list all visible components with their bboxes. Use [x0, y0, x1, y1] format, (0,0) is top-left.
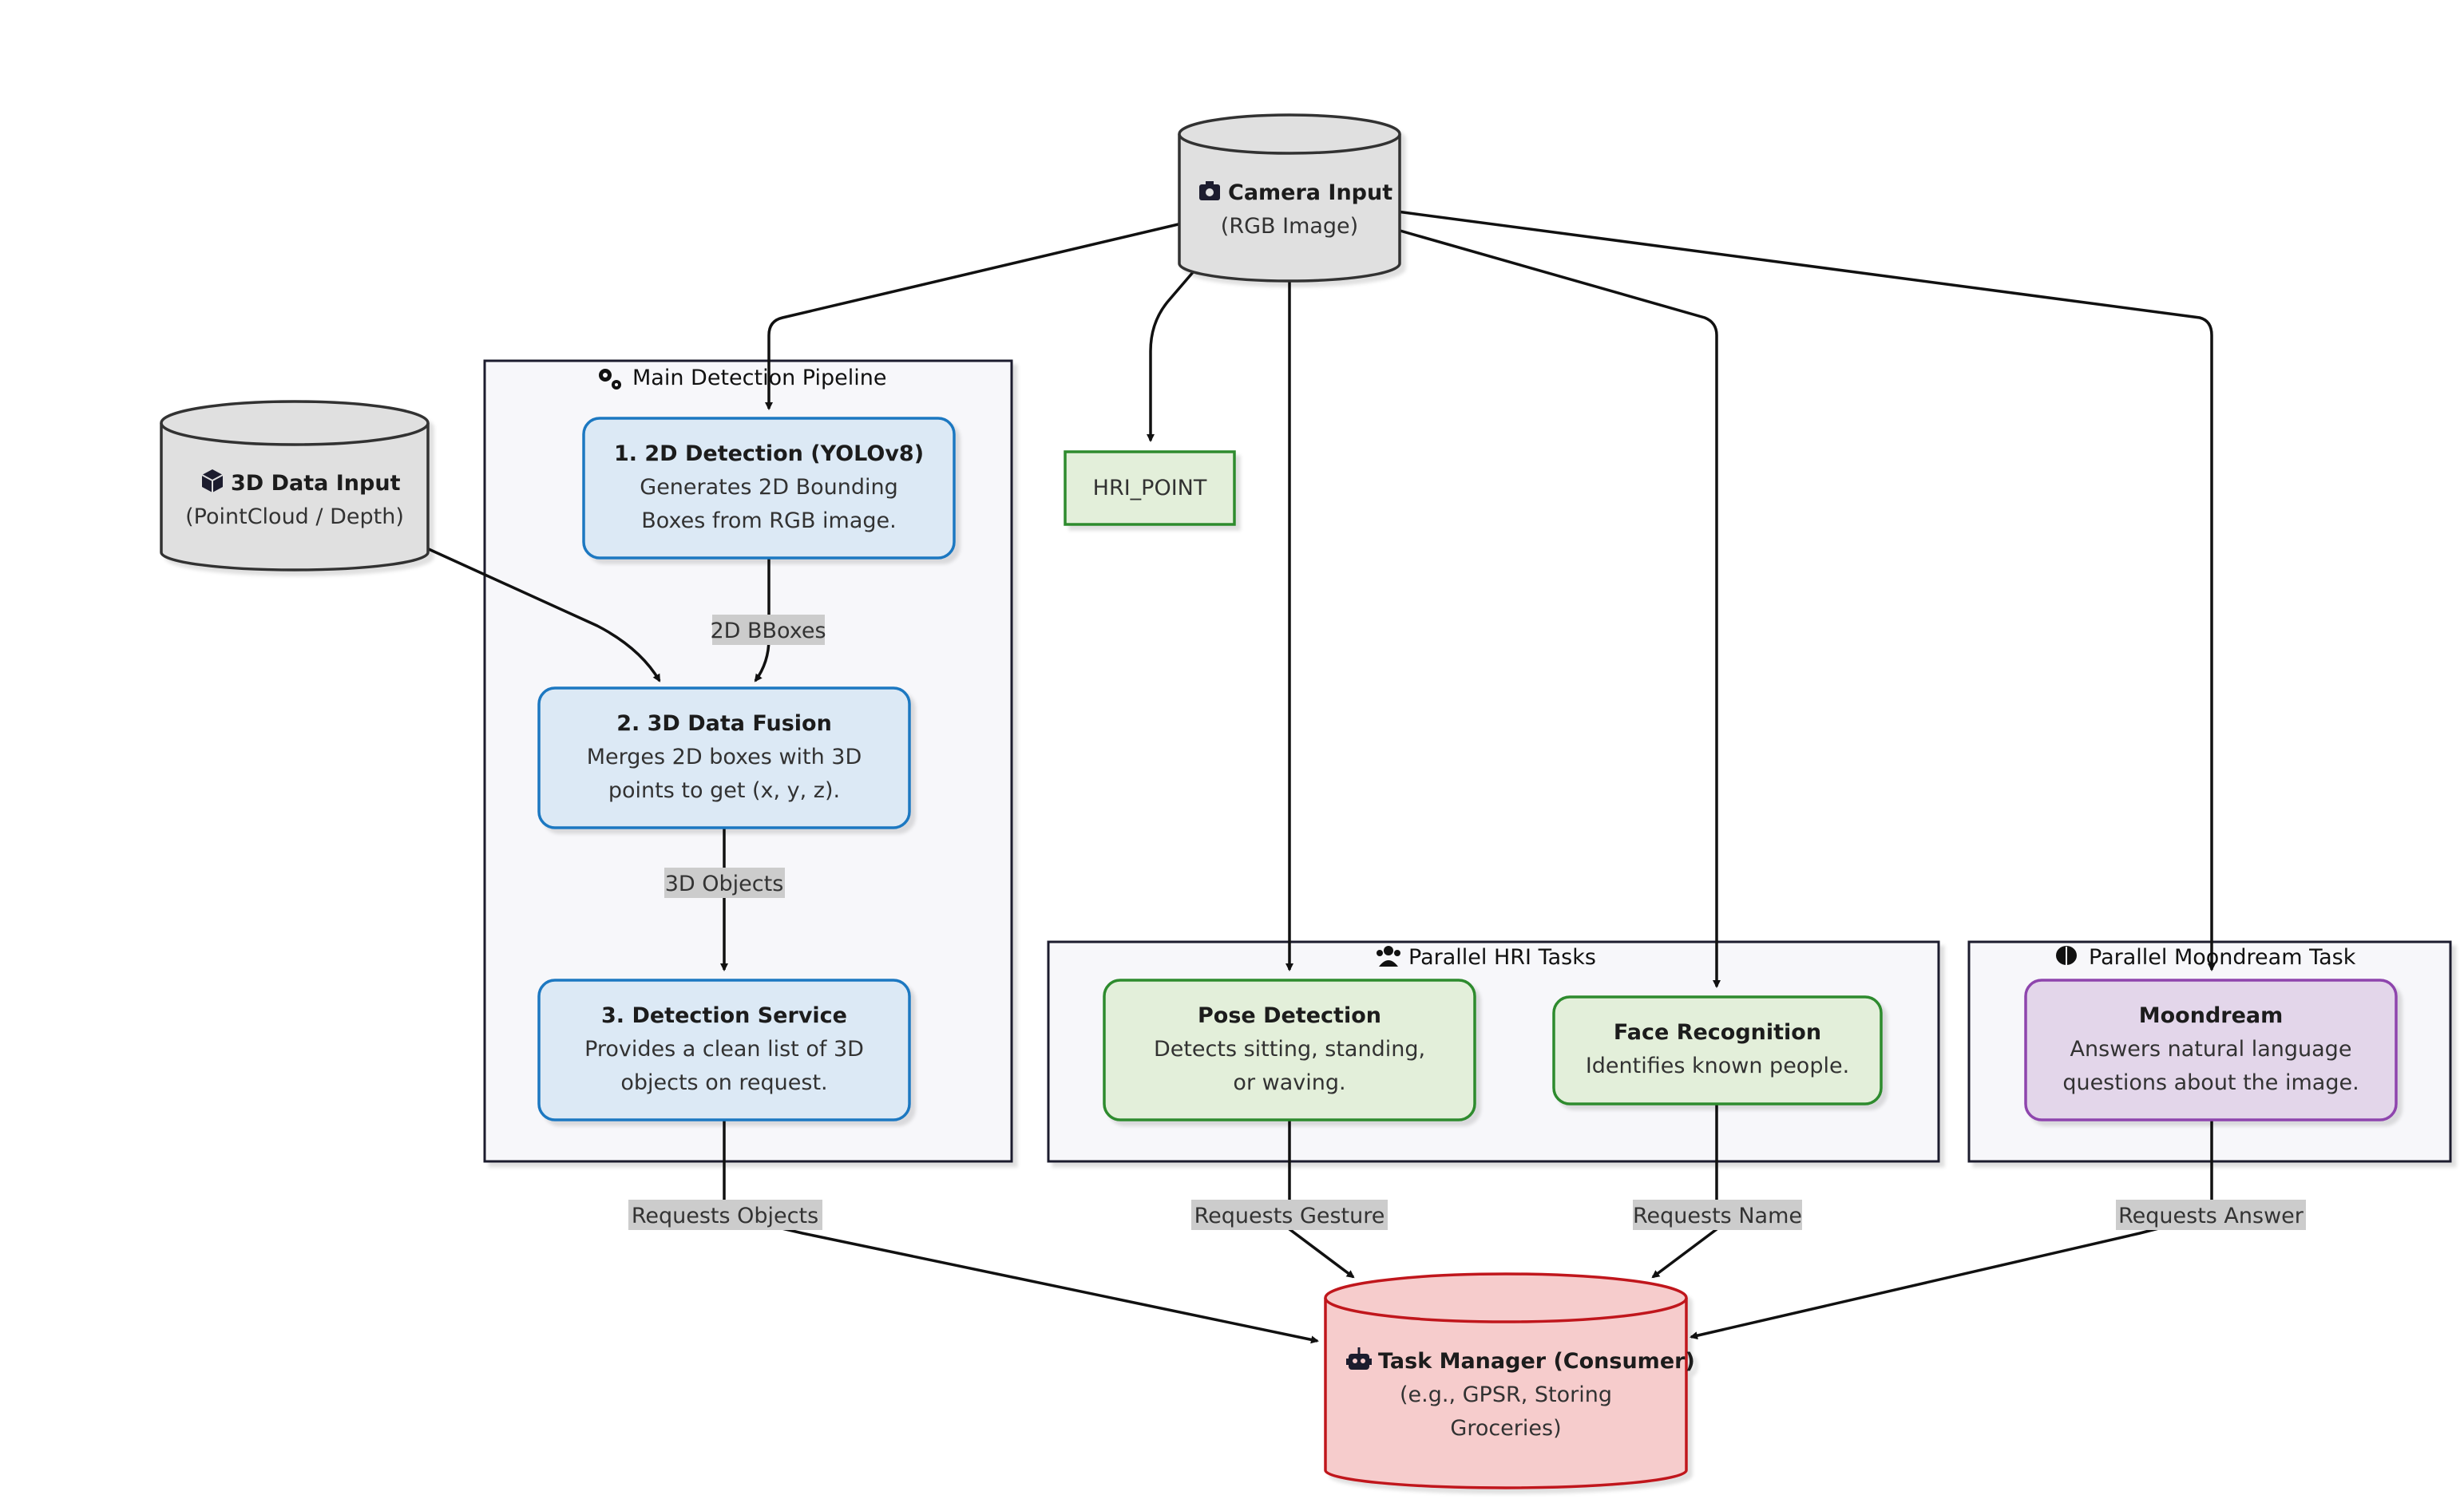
node-face-recognition[interactable]: Face Recognition Identifies known people… — [1552, 995, 1883, 1105]
task-manager-line-1: (e.g., GPSR, Storing — [1400, 1382, 1612, 1407]
3d-data-fusion-line-2: points to get (x, y, z). — [608, 778, 840, 803]
edge-camera-to-face — [1396, 228, 1721, 988]
svg-text:Requests Objects: Requests Objects — [632, 1204, 818, 1228]
robot-icon — [1346, 1347, 1372, 1370]
detection-service-line-2: objects on request. — [620, 1070, 827, 1095]
node-hri-point[interactable]: HRI_POINT — [1064, 450, 1236, 526]
node-pose-detection[interactable]: Pose Detection Detects sitting, standing… — [1103, 979, 1476, 1121]
3d-data-input-subtitle: (PointCloud / Depth) — [185, 504, 404, 529]
group-label-moondream: Parallel Moondream Task — [2089, 945, 2356, 970]
svg-text:3D Objects: 3D Objects — [665, 872, 784, 896]
node-detection-service[interactable]: 3. Detection Service Provides a clean li… — [537, 979, 911, 1121]
face-recognition-line-1: Identifies known people. — [1586, 1054, 1849, 1078]
moondream-line-2: questions about the image. — [2062, 1070, 2359, 1095]
2d-detection-line-2: Boxes from RGB image. — [641, 508, 897, 533]
pose-detection-title: Pose Detection — [1198, 1003, 1381, 1028]
edge-camera-to-2d-detection — [765, 222, 1182, 410]
node-task-manager[interactable]: Task Manager (Consumer) (e.g., GPSR, Sto… — [1324, 1272, 1695, 1489]
edge-3d-input-to-fusion — [428, 548, 661, 682]
edge-label-requests-gesture: Requests Gesture — [1191, 1200, 1388, 1230]
node-camera-input[interactable]: Camera Input (RGB Image) — [1178, 113, 1401, 283]
group-label-hri: Parallel HRI Tasks — [1408, 945, 1596, 970]
moondream-line-1: Answers natural language — [2070, 1037, 2352, 1062]
gears-icon — [599, 369, 621, 390]
detection-service-title: 3. Detection Service — [601, 1003, 847, 1028]
hri-point-label: HRI_POINT — [1093, 476, 1207, 500]
svg-text:2D BBoxes: 2D BBoxes — [710, 619, 826, 643]
users-icon — [1377, 946, 1400, 967]
3d-data-input-title: 3D Data Input — [231, 471, 401, 496]
node-2d-detection[interactable]: 1. 2D Detection (YOLOv8) Generates 2D Bo… — [582, 417, 956, 560]
pose-detection-line-2: or waving. — [1233, 1070, 1345, 1095]
camera-icon — [1199, 181, 1220, 200]
pose-detection-line-1: Detects sitting, standing, — [1154, 1037, 1425, 1062]
camera-input-title: Camera Input — [1228, 180, 1392, 205]
brain-icon — [2056, 946, 2077, 965]
camera-input-subtitle: (RGB Image) — [1221, 214, 1358, 239]
task-manager-title: Task Manager (Consumer) — [1378, 1349, 1695, 1374]
edge-label-requests-answer: Requests Answer — [2116, 1200, 2306, 1230]
node-moondream[interactable]: Moondream Answers natural language quest… — [2024, 979, 2398, 1121]
node-3d-data-input[interactable]: 3D Data Input (PointCloud / Depth) — [160, 400, 430, 572]
task-manager-line-2: Groceries) — [1450, 1416, 1561, 1441]
3d-data-fusion-line-1: Merges 2D boxes with 3D — [587, 745, 862, 769]
edge-camera-to-hri-point — [1147, 270, 1195, 442]
moondream-title: Moondream — [2139, 1003, 2284, 1028]
cube-icon — [201, 469, 224, 492]
3d-data-fusion-title: 2. 3D Data Fusion — [616, 711, 832, 736]
edge-label-requests-objects: Requests Objects — [628, 1200, 822, 1230]
face-recognition-title: Face Recognition — [1614, 1020, 1821, 1045]
edge-label-2d-bboxes: 2D BBoxes — [710, 615, 826, 645]
2d-detection-title: 1. 2D Detection (YOLOv8) — [614, 441, 924, 466]
2d-detection-line-1: Generates 2D Bounding — [640, 475, 897, 500]
svg-text:Requests Name: Requests Name — [1633, 1204, 1802, 1228]
edge-label-requests-name: Requests Name — [1633, 1200, 1802, 1230]
svg-text:Requests Gesture: Requests Gesture — [1194, 1204, 1385, 1228]
edge-label-3d-objects: 3D Objects — [664, 868, 785, 898]
detection-service-line-1: Provides a clean list of 3D — [584, 1037, 864, 1062]
svg-text:Requests Answer: Requests Answer — [2118, 1204, 2304, 1228]
edge-camera-to-moondream — [1396, 210, 2216, 971]
group-label-pipeline: Main Detection Pipeline — [632, 366, 886, 390]
node-3d-data-fusion[interactable]: 2. 3D Data Fusion Merges 2D boxes with 3… — [537, 686, 911, 829]
